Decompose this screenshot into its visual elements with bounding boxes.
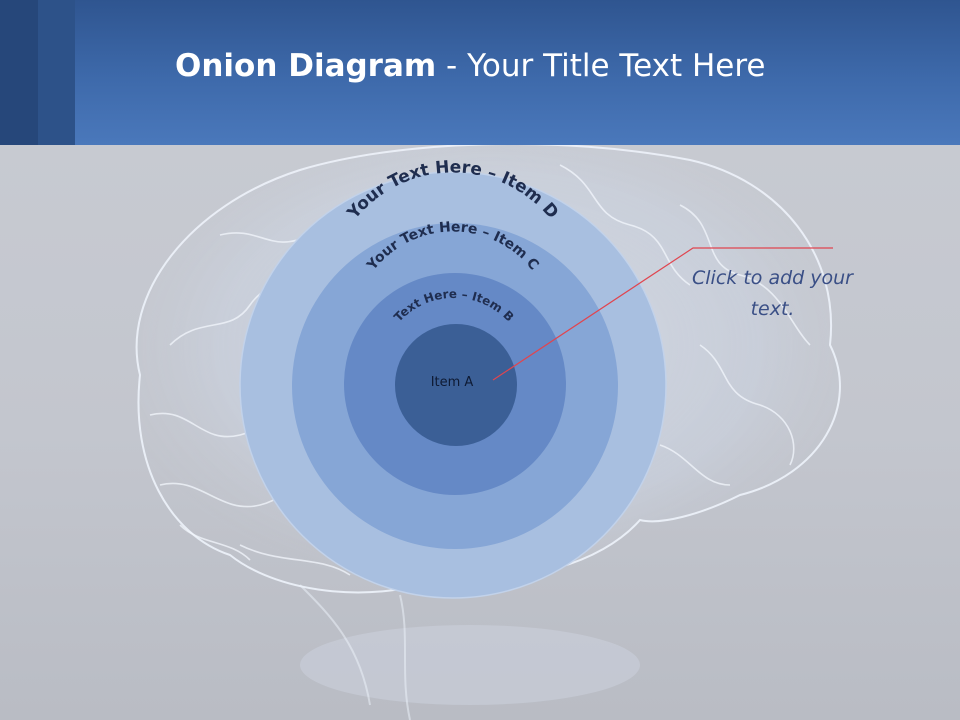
callout-leader-line — [492, 247, 833, 381]
onion-layer-a[interactable] — [395, 324, 517, 446]
callout-text[interactable]: Click to add your text. — [692, 267, 853, 320]
header-accent-strip — [38, 0, 75, 145]
title-bar: Onion Diagram - Your Title Text Here — [0, 0, 960, 145]
slide-title[interactable]: Onion Diagram - Your Title Text Here — [175, 48, 765, 84]
header-accent-strip — [0, 0, 38, 145]
title-rest: - Your Title Text Here — [436, 48, 766, 84]
layer-a-label: Item A — [431, 375, 474, 390]
title-bold: Onion Diagram — [175, 48, 437, 84]
